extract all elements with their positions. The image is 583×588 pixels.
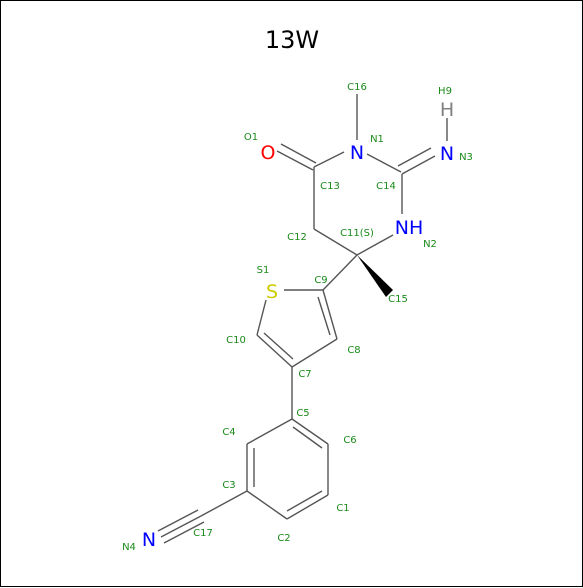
bond-c12-c11: [313, 228, 358, 256]
label-s1: S1: [257, 265, 270, 276]
bond-n1-c14: [366, 153, 402, 173]
label-n4: N4: [122, 542, 136, 553]
label-c2: C2: [277, 533, 290, 544]
label-c6: C6: [343, 435, 356, 446]
atom-s1: S: [266, 281, 278, 303]
label-c17: C17: [193, 528, 213, 539]
label-c12: C12: [287, 232, 307, 243]
label-c1: C1: [336, 503, 349, 514]
bond-c2-c3: [246, 490, 288, 520]
label-c3: C3: [222, 480, 235, 491]
bond-c17-n4-b: [157, 509, 199, 532]
bond-c11-c9: [322, 254, 358, 291]
molecule-title: 13W: [265, 26, 319, 54]
atom-h9: H: [440, 99, 454, 121]
label-n1: N1: [370, 134, 384, 145]
bond-c14-n3-b: [397, 147, 432, 167]
bond-c3-c17: [200, 490, 248, 517]
atom-o1: O: [261, 142, 276, 164]
bond-c14-n3-a: [401, 155, 436, 175]
bond-c5-c4: [246, 418, 293, 445]
bond-o1-c13-b: [280, 143, 317, 164]
bond-s1-c10: [256, 299, 267, 336]
wedge-c11-c15: [357, 255, 393, 297]
atom-n3: N: [440, 143, 454, 165]
bond-c10-c7-b: [263, 332, 294, 360]
bond-c7-c8: [291, 338, 338, 368]
label-c16: C16: [347, 82, 367, 93]
label-n3: N3: [459, 152, 473, 163]
bond-c17-n4-a: [160, 515, 202, 538]
label-c9: C9: [314, 275, 327, 286]
atom-n2: NH: [395, 217, 424, 239]
bonds: [157, 94, 448, 544]
label-o1: O1: [244, 132, 258, 143]
label-c11: C11(S): [340, 228, 374, 239]
label-c10: C10: [226, 335, 246, 346]
atom-n4: N: [142, 529, 156, 551]
bond-c1-c2-a: [286, 494, 329, 520]
atom-symbols: O N H N NH S N: [142, 99, 454, 551]
bond-c17-n4-c: [163, 521, 205, 544]
bond-c13-n1: [313, 151, 345, 168]
bond-c8-c9-a: [322, 289, 338, 340]
label-c15: C15: [388, 294, 408, 305]
label-c4: C4: [222, 427, 235, 438]
label-c7: C7: [298, 369, 311, 380]
bond-c8-c9-b: [317, 296, 331, 336]
bond-o1-c13-a: [276, 150, 314, 171]
atom-labels: C16 H9 O1 N1 N3 C13 C14 C12 C11(S) N2 S1…: [122, 82, 473, 553]
label-c14: C14: [376, 181, 396, 192]
bond-c5-c6-b: [292, 426, 323, 449]
label-c5: C5: [296, 408, 309, 419]
atom-n1: N: [350, 142, 364, 164]
label-h9: H9: [438, 86, 452, 97]
bond-c10-c7-a: [256, 334, 293, 368]
bond-c5-c6-a: [291, 418, 329, 445]
label-c13: C13: [320, 181, 340, 192]
label-n2: N2: [423, 239, 437, 250]
bond-c11-n2: [356, 234, 394, 256]
bond-c1-c2-b: [286, 490, 323, 512]
label-c8: C8: [347, 345, 360, 356]
